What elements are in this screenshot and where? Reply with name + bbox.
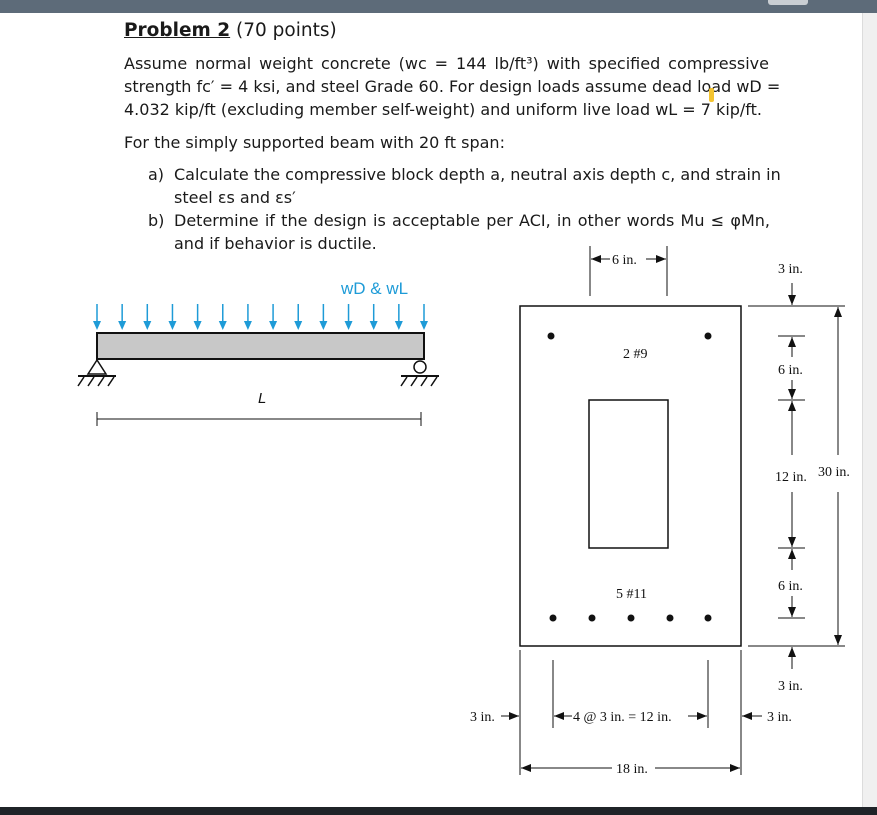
load-arrow-head	[143, 321, 152, 330]
top-rebar	[547, 332, 555, 340]
problem-title: Problem 2	[124, 20, 231, 41]
pin-support	[77, 358, 116, 387]
svg-text:6 in.: 6 in.	[612, 253, 637, 268]
span-statement: For the simply supported beam with 20 ft…	[124, 133, 505, 152]
svg-text:3 in.: 3 in.	[778, 262, 803, 277]
beam	[96, 332, 425, 360]
svg-text:4 @ 3 in. = 12 in.: 4 @ 3 in. = 12 in.	[573, 710, 672, 725]
item-line: Determine if the design is acceptable pe…	[174, 211, 770, 230]
svg-text:18 in.: 18 in.	[616, 762, 648, 777]
paragraph-line: Assume normal weight concrete (wc = 144 …	[124, 54, 769, 73]
svg-text:3 in.: 3 in.	[767, 710, 792, 725]
item-line: steel εs and εs′	[174, 188, 296, 207]
bottom-rebar	[704, 614, 712, 622]
load-arrow-head	[269, 321, 278, 330]
span-dimension-line	[96, 412, 422, 426]
roller-support	[400, 360, 439, 387]
bottom-bars-label: 5 #11	[616, 587, 647, 602]
problem-points: (70 points)	[236, 20, 337, 41]
load-arrow-head	[168, 321, 177, 330]
paragraph-line: strength fc′ = 4 ksi, and steel Grade 60…	[124, 77, 781, 96]
load-arrow-head	[243, 321, 252, 330]
load-arrow-head	[344, 321, 353, 330]
dim-6in-top: 6 in.	[589, 246, 668, 296]
load-arrow-head	[294, 321, 303, 330]
top-bars-label: 2 #9	[623, 347, 648, 362]
load-arrow-head	[218, 321, 227, 330]
svg-text:3 in.: 3 in.	[470, 710, 495, 725]
svg-text:30 in.: 30 in.	[818, 465, 850, 480]
bottom-rebar	[627, 614, 635, 622]
svg-text:6 in.: 6 in.	[778, 579, 803, 594]
span-label: L	[258, 390, 266, 407]
load-arrow-head	[420, 321, 428, 330]
dim-bottom: 3 in. 4 @ 3 in. = 12 in. 3 in. 18 in.	[470, 650, 792, 777]
problem-heading: Problem 2 (70 points)	[124, 19, 337, 42]
load-arrow-head	[394, 321, 403, 330]
bottom-rebar	[666, 614, 674, 622]
section-void	[588, 399, 669, 549]
svg-text:3 in.: 3 in.	[778, 679, 803, 694]
svg-text:6 in.: 6 in.	[778, 363, 803, 378]
item-line: and if behavior is ductile.	[174, 234, 377, 253]
load-arrow-head	[118, 321, 127, 330]
text-cursor-highlight	[709, 88, 714, 102]
svg-text:12 in.: 12 in.	[775, 470, 807, 485]
window-tab[interactable]	[768, 0, 808, 5]
item-line: Calculate the compressive block depth a,…	[174, 165, 781, 184]
bottom-bar	[0, 807, 877, 815]
paragraph-line: 4.032 kip/ft (excluding member self-weig…	[124, 100, 763, 119]
item-label: a)	[148, 165, 165, 184]
item-label: b)	[148, 211, 165, 230]
bottom-rebar	[549, 614, 557, 622]
load-arrow-head	[369, 321, 378, 330]
load-arrow-head	[193, 321, 202, 330]
top-rebar	[704, 332, 712, 340]
bottom-rebar	[588, 614, 596, 622]
problem-paragraph: Assume normal weight concrete (wc = 144 …	[124, 52, 781, 121]
vertical-scrollbar[interactable]	[862, 13, 877, 807]
load-label: wD & wL	[340, 279, 408, 298]
window-top-bar	[0, 0, 877, 13]
dim-right-stack: 3 in. 6 in. 12 in. 6 in. 3 in. 30 in.	[748, 262, 850, 694]
distributed-load-arrows	[93, 304, 428, 330]
load-arrow-head	[93, 321, 101, 330]
load-arrow-head	[319, 321, 328, 330]
